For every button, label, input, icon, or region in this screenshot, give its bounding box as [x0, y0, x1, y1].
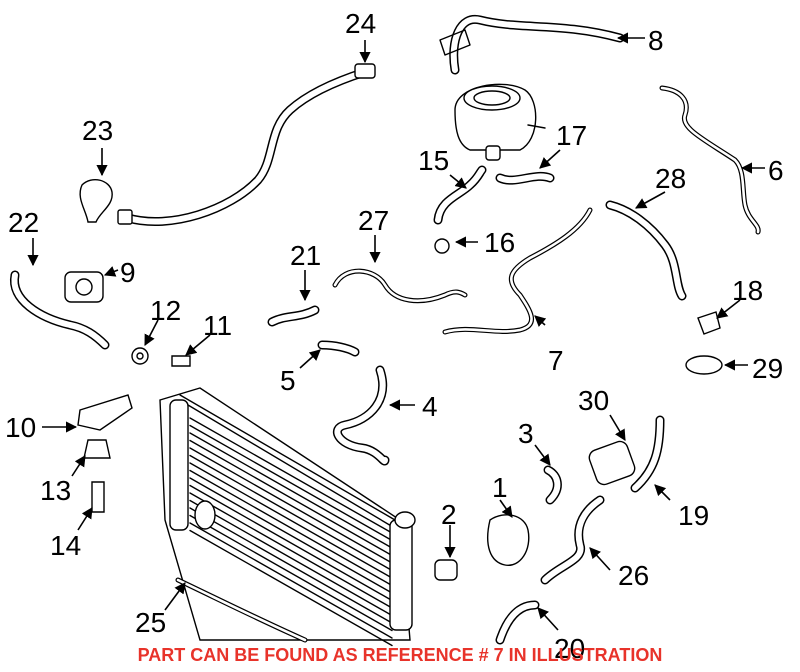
- radiator-fin: [189, 507, 393, 624]
- callout-19: 19: [678, 500, 709, 531]
- hose-24-part: [117, 63, 376, 226]
- fitting-18-part: [697, 311, 721, 335]
- callout-9: 9: [120, 257, 136, 288]
- gasket-30-part: [588, 440, 636, 486]
- radiator-fin: [189, 454, 393, 572]
- callout-12: 12: [150, 295, 181, 326]
- seal-12-part: [131, 347, 149, 365]
- callout-2: 2: [441, 499, 457, 530]
- leader-lines: [27, 32, 765, 631]
- callout-7: 7: [548, 345, 564, 376]
- radiator-fin: [189, 522, 393, 639]
- radiator-fin: [189, 499, 393, 617]
- radiator-fin: [189, 492, 393, 609]
- radiator-fin: [189, 417, 393, 534]
- housing-1-part: [487, 514, 530, 566]
- radiator-fin: [189, 469, 393, 587]
- radiator-fin: [189, 447, 393, 564]
- callout-15: 15: [418, 145, 449, 176]
- callout-18: 18: [732, 275, 763, 306]
- callout-29: 29: [752, 353, 783, 384]
- radiator-fin: [189, 477, 393, 594]
- bolt-11-part: [171, 355, 191, 367]
- callout-22: 22: [8, 207, 39, 238]
- line-7-part: [442, 207, 593, 335]
- radiator-fin: [189, 514, 393, 632]
- bolt-14-part: [91, 481, 105, 513]
- callout-11: 11: [203, 310, 232, 341]
- callout-6: 6: [768, 155, 784, 186]
- pump-9-part: [64, 271, 104, 303]
- radiator-fin: [189, 439, 393, 557]
- grommet-2-part: [434, 559, 458, 581]
- seal-29-part: [685, 355, 723, 375]
- radiator-fin: [189, 432, 393, 549]
- callout-13: 13: [40, 475, 71, 506]
- line-6-part: [659, 85, 761, 235]
- radiator-fin: [189, 529, 393, 647]
- nut-13-part: [83, 439, 111, 459]
- callout-1: 1: [492, 472, 508, 503]
- callout-26: 26: [618, 560, 649, 591]
- callout-30: 30: [578, 385, 609, 416]
- callout-28: 28: [655, 163, 686, 194]
- callout-21: 21: [290, 240, 321, 271]
- callout-20: 20: [554, 633, 585, 664]
- callout-23: 23: [82, 115, 113, 146]
- hose-26-part: [540, 495, 605, 585]
- expansion-tank-part: [454, 83, 546, 161]
- callout-8: 8: [648, 25, 664, 56]
- radiator-fin: [189, 484, 393, 602]
- thermostat-23-part: [79, 178, 113, 223]
- cap-16-part: [434, 238, 450, 254]
- callout-10: 10: [5, 412, 36, 443]
- reference-footnote: PART CAN BE FOUND AS REFERENCE # 7 IN IL…: [137, 645, 663, 665]
- callout-24: 24: [345, 8, 376, 39]
- callout-numbers: 1 2 3 4 5 6 7 8 9 10 11 12 13 14 15 16 1…: [5, 8, 784, 664]
- bracket-10-part: [77, 394, 133, 431]
- callout-25: 25: [135, 607, 166, 638]
- callout-4: 4: [422, 391, 438, 422]
- radiator-part: [159, 387, 416, 647]
- callout-14: 14: [50, 530, 81, 561]
- callout-5: 5: [280, 365, 296, 396]
- callout-17: 17: [556, 120, 587, 151]
- callout-3: 3: [518, 418, 534, 449]
- radiator-fin: [189, 462, 393, 579]
- radiator-fin: [189, 424, 393, 542]
- callout-16: 16: [484, 227, 515, 258]
- callout-27: 27: [358, 205, 389, 236]
- pipe-8-part: [439, 14, 625, 75]
